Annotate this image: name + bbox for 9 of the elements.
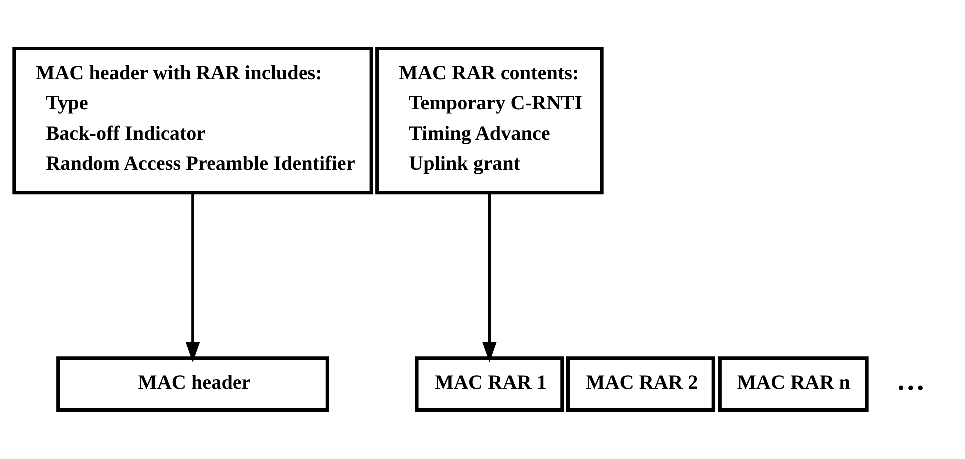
node-box: MAC RAR 1: [415, 356, 564, 412]
node-box: MAC header: [56, 356, 330, 412]
node-box: MAC header with RAR includes: Type Back-off Indicator Random Access Preamble Identifier: [12, 46, 374, 195]
node-box: MAC RAR 2: [566, 356, 716, 412]
arrow: [482, 193, 497, 363]
label: …: [896, 365, 926, 398]
arrow: [186, 193, 200, 363]
node-box: MAC RAR n: [718, 356, 869, 412]
node-box: MAC RAR contents: Temporary C-RNTI Timing Advance Uplink grant: [376, 46, 604, 195]
